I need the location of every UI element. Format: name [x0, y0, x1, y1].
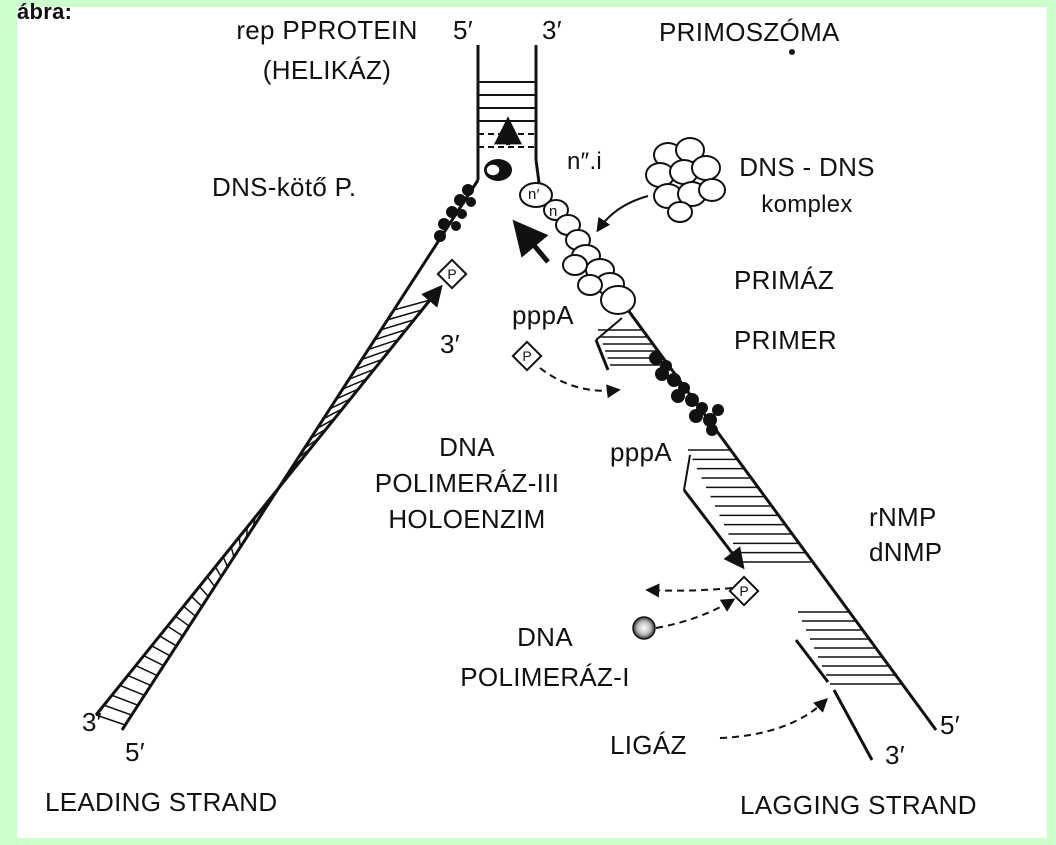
dns-dns-line1: DNS - DNS — [717, 152, 897, 182]
n-prime-label: n′ — [528, 180, 540, 210]
ssb-proteins-leading — [434, 184, 476, 242]
complex-binding-arrow — [598, 196, 648, 230]
pol3-line2: POLIMERÁZ-III — [337, 468, 597, 498]
phosphate-symbol: P — [447, 266, 456, 282]
phosphate-marker-2: P — [513, 342, 541, 370]
okazaki-fragment-3 — [796, 612, 902, 760]
okazaki-fragment-2 — [684, 450, 813, 566]
parental-duplex — [478, 45, 536, 180]
primosome-dot — [789, 49, 795, 55]
ligaz-label: LIGÁZ — [610, 730, 687, 760]
diagram-panel: P P P ábra: rep PPROTEIN (HELIKÁZ) 5′ 3′… — [17, 7, 1047, 838]
bottom-left-5prime-label: 5′ — [125, 737, 145, 767]
n-small-label: n — [549, 197, 558, 227]
header-fragment: ábra: — [17, 0, 72, 27]
top-5prime-label: 5′ — [453, 15, 473, 45]
rep-protein-label: rep PPROTEIN (HELIKÁZ) — [202, 15, 452, 85]
base-pair-rung — [223, 557, 227, 567]
base-pair-rung — [128, 675, 151, 685]
dns-koto-label: DNS-kötő P. — [212, 172, 356, 202]
dnmp-label: dNMP — [869, 537, 942, 567]
bottom-right-3prime-label: 3′ — [885, 740, 905, 770]
base-pair-rung — [215, 567, 221, 577]
base-pair-rung — [152, 646, 170, 656]
phosphate-marker-3: P — [730, 577, 758, 605]
dns-dns-line2: komplex — [717, 190, 897, 220]
phosphate-marker-1: P — [438, 260, 466, 288]
leading-3prime-label: 3′ — [440, 329, 460, 359]
base-pair-rung — [199, 587, 208, 597]
dns-dns-complex-label: DNS - DNS komplex — [717, 152, 897, 220]
base-pair-rung — [136, 666, 157, 676]
base-pair-rung — [112, 695, 138, 705]
rnmp-label: rNMP — [869, 502, 937, 532]
base-pair-rung — [144, 656, 164, 666]
phosphate-symbol: P — [522, 348, 531, 364]
pppA-upper-label: pppA — [512, 300, 574, 330]
bottom-right-5prime-label: 5′ — [940, 710, 960, 740]
bottom-left-3prime-label: 3′ — [82, 707, 102, 737]
rep-protein-line2: (HELIKÁZ) — [202, 55, 452, 85]
dns-dns-complex — [646, 138, 725, 222]
phosphate-symbol: P — [739, 583, 748, 599]
base-pair-rung — [120, 685, 145, 695]
base-pair-rung — [176, 616, 190, 626]
primoszoma-label: PRIMOSZÓMA — [659, 17, 840, 47]
base-pair-rung — [207, 577, 214, 587]
top-3prime-label: 3′ — [542, 15, 562, 45]
polymerase-i-label: DNA POLIMERÁZ-I — [415, 622, 675, 692]
polymerase-iii-label: DNA POLIMERÁZ-III HOLOENZIM — [337, 432, 597, 534]
primer-label: PRIMER — [734, 325, 837, 355]
pppA-lower-label: pppA — [610, 437, 672, 467]
rep-protein-line1: rep PPROTEIN — [202, 15, 452, 45]
ssb-proteins-lagging — [649, 351, 724, 436]
helicase — [484, 122, 512, 181]
base-pair-rung — [231, 547, 234, 557]
base-pair-rung — [168, 626, 183, 636]
base-pair-rung — [104, 705, 132, 715]
primaz-label: PRIMÁZ — [734, 265, 834, 295]
base-pair-rung — [191, 596, 202, 606]
replication-fork-diagram: P P P — [17, 7, 1047, 838]
leading-strand-label: LEADING STRAND — [45, 787, 277, 817]
pol3-line1: DNA — [337, 432, 597, 462]
primosome-direction-arrow — [517, 225, 548, 262]
pol3-line3: HOLOENZIM — [337, 504, 597, 534]
base-pair-rung — [183, 606, 195, 616]
pol1-line2: POLIMERÁZ-I — [415, 662, 675, 692]
lagging-strand-label: LAGGING STRAND — [740, 790, 977, 820]
base-pair-rung — [160, 636, 177, 646]
n-double-prime-label: n″.i — [567, 147, 602, 177]
base-pair-rung — [239, 537, 240, 547]
pol1-line1: DNA — [415, 622, 675, 652]
